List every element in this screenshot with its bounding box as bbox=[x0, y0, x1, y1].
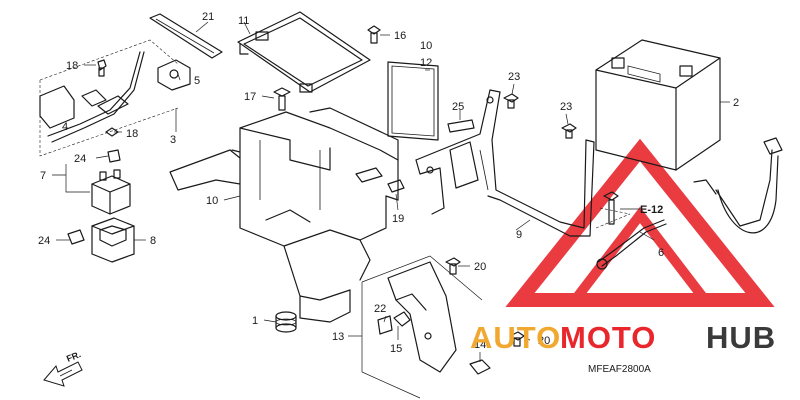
callout-14: 14 bbox=[474, 339, 486, 351]
callout-11: 11 bbox=[238, 15, 249, 27]
callout-20-lower: 20 bbox=[538, 335, 550, 347]
battery-2 bbox=[595, 39, 721, 171]
callout-6: 6 bbox=[658, 247, 664, 259]
front-label: FR. bbox=[65, 349, 82, 364]
bolt-23-upper bbox=[503, 93, 519, 109]
bolt-20-lower bbox=[509, 331, 525, 347]
grommet-1 bbox=[275, 311, 297, 333]
callout-12: 12 bbox=[420, 57, 432, 69]
callout-24-lower: 24 bbox=[38, 235, 50, 247]
callout-23-lower: 23 bbox=[560, 101, 572, 113]
callout-16: 16 bbox=[394, 30, 406, 42]
callout-18-lower: 18 bbox=[126, 128, 138, 140]
callout-17: 17 bbox=[244, 91, 256, 103]
callout-10-box: 10 bbox=[206, 195, 218, 207]
callout-labels: 21 11 16 10 12 18 5 4 3 18 17 23 23 2 25… bbox=[38, 11, 739, 375]
side-cover-13 bbox=[361, 255, 491, 399]
front-direction-arrow bbox=[43, 361, 83, 387]
screw-16 bbox=[367, 25, 381, 44]
callout-10-sheet: 10 bbox=[420, 40, 432, 52]
diagram-code: MFEAF2800A bbox=[588, 364, 651, 375]
battery-box-10 bbox=[169, 107, 399, 323]
clip-19 bbox=[387, 179, 405, 193]
battery-cable-6 bbox=[595, 191, 667, 270]
insulator-sheet-12 bbox=[387, 61, 439, 141]
watermark-word-moto: MOTO bbox=[560, 320, 656, 355]
callout-8: 8 bbox=[150, 235, 156, 247]
callout-18-upper: 18 bbox=[66, 60, 78, 72]
callout-25: 25 bbox=[452, 101, 464, 113]
callout-15: 15 bbox=[390, 343, 402, 355]
bolt-20-upper bbox=[445, 257, 461, 275]
callout-4: 4 bbox=[62, 121, 68, 133]
watermark-text: AUTO MOTO HUB bbox=[470, 320, 776, 355]
callout-7: 7 bbox=[40, 170, 46, 182]
callout-5: 5 bbox=[194, 75, 200, 87]
battery-cable-assembly-3 bbox=[39, 39, 191, 157]
watermark-word-hub: HUB bbox=[706, 320, 776, 355]
relay-clip-24-lower bbox=[67, 229, 85, 245]
battery-bracket-9 bbox=[415, 89, 595, 237]
battery-hold-plate-11 bbox=[237, 11, 371, 93]
watermark-logo bbox=[505, 138, 775, 307]
leader-lines bbox=[52, 21, 730, 362]
callout-24-upper: 24 bbox=[74, 153, 86, 165]
bolt-23-lower bbox=[561, 123, 577, 139]
ground-wire bbox=[693, 137, 783, 234]
callout-22: 22 bbox=[374, 303, 386, 315]
callout-23-upper: 23 bbox=[508, 71, 520, 83]
callout-2: 2 bbox=[733, 97, 739, 109]
callout-19: 19 bbox=[392, 213, 404, 225]
reference-e12: E-12 bbox=[640, 204, 663, 216]
relay-clip-24-upper bbox=[107, 149, 121, 163]
relay-cover-8 bbox=[91, 217, 135, 263]
callout-3: 3 bbox=[170, 134, 176, 146]
callout-20-upper: 20 bbox=[474, 261, 486, 273]
watermark-word-auto: AUTO bbox=[470, 320, 561, 355]
callout-13: 13 bbox=[332, 331, 344, 343]
starter-relay-7 bbox=[91, 169, 131, 215]
rubber-pad-25 bbox=[447, 119, 475, 133]
callout-21: 21 bbox=[202, 11, 214, 23]
callout-9: 9 bbox=[516, 229, 522, 241]
callout-1: 1 bbox=[252, 315, 258, 327]
bolt-17 bbox=[273, 87, 291, 111]
battery-band-21 bbox=[149, 13, 223, 59]
